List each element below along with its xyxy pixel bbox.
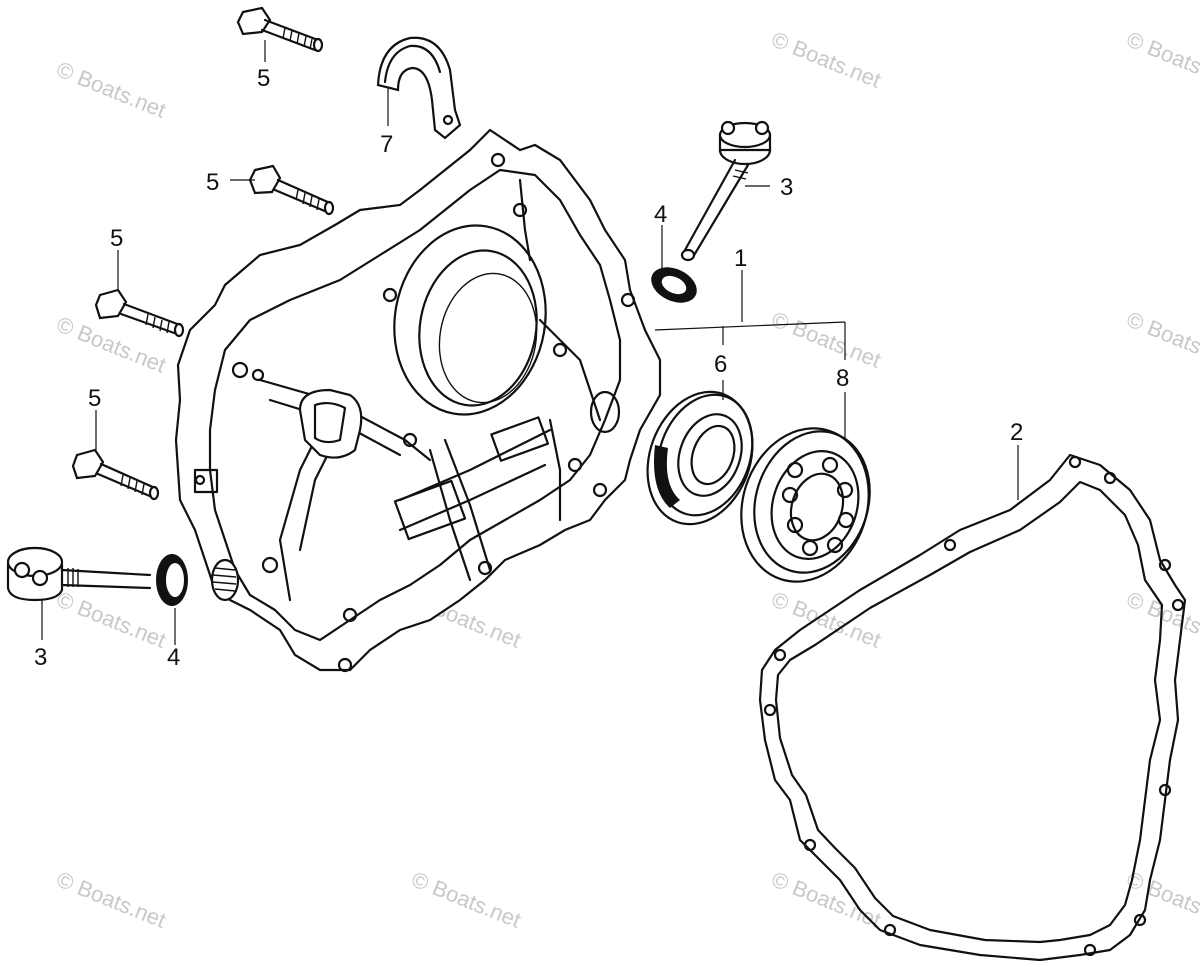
- watermark: © Boats.net: [408, 866, 524, 932]
- callout-bearing: 8: [836, 365, 849, 392]
- callout-bolt: 5: [88, 385, 101, 412]
- drain-plug: [6, 546, 152, 602]
- flange-bolt: [236, 6, 324, 53]
- callout-drain-plug: 3: [780, 174, 793, 201]
- callout-bolt: 5: [110, 225, 123, 252]
- watermark: © Boats.net: [1123, 26, 1200, 92]
- callout-clamp: 7: [380, 131, 393, 158]
- leader-lines: [41, 40, 1019, 645]
- ball-bearing: [740, 427, 871, 583]
- watermark: © Boats.net: [53, 56, 169, 122]
- flange-bolt: [71, 448, 160, 501]
- cable-clamp: [376, 36, 462, 140]
- watermark: © Boats.net: [768, 306, 884, 372]
- crankcase-cover: [174, 128, 662, 673]
- watermark: © Boats.net: [53, 866, 169, 932]
- callout-washer: 4: [167, 644, 180, 671]
- callout-oil-seal: 6: [714, 351, 727, 378]
- callout-assembly: 1: [734, 245, 747, 272]
- callout-bolt: 5: [257, 65, 270, 92]
- flange-bolt: [94, 288, 185, 338]
- callout-drain-plug: 3: [34, 644, 47, 671]
- watermark: © Boats.net: [768, 26, 884, 92]
- watermark: © Boats.net: [768, 866, 884, 932]
- cover-gasket: [758, 453, 1187, 962]
- callout-bolt: 5: [206, 169, 219, 196]
- watermark: © Boats.net: [53, 311, 169, 377]
- sealing-washer: [651, 267, 697, 303]
- callout-gasket: 2: [1010, 419, 1023, 446]
- sealing-washer: [156, 554, 188, 606]
- drain-plug: [680, 120, 772, 262]
- flange-bolt: [248, 164, 335, 216]
- callout-washer: 4: [654, 201, 667, 228]
- callout-labels: 5 7 5 5 5 3 4 1 6 8 2 3 4: [34, 65, 1023, 671]
- watermark: © Boats.net: [53, 586, 169, 652]
- watermark: © Boats.net: [1123, 306, 1200, 372]
